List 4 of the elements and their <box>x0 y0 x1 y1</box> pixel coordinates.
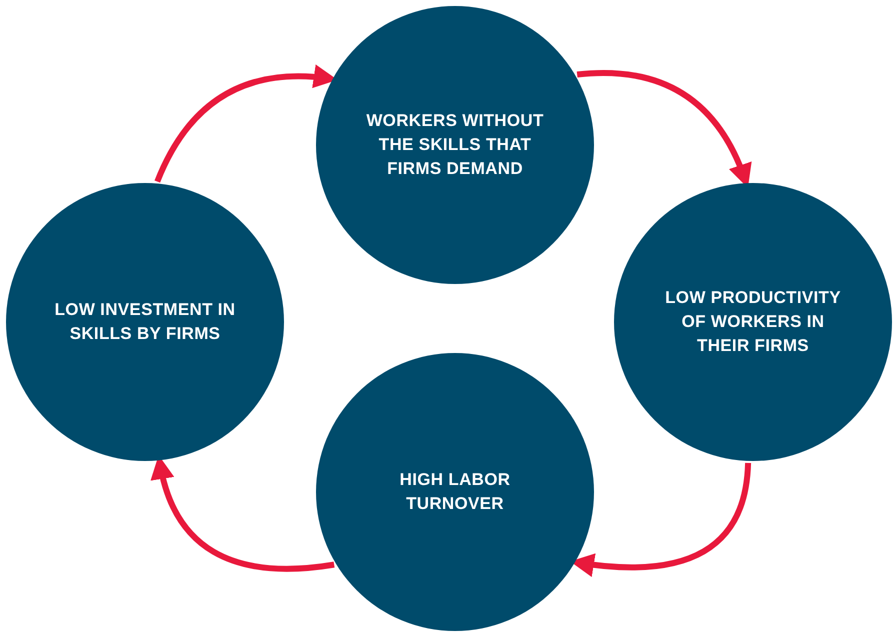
circle-label: HIGH LABOR TURNOVER <box>398 469 512 515</box>
circle-label: LOW INVESTMENT IN SKILLS BY FIRMS <box>54 299 236 345</box>
circle-label: WORKERS WITHOUT THE SKILLS THAT FIRMS DEMAND <box>365 110 545 180</box>
circle-label: LOW PRODUCTIVITY OF WORKERS IN THEIR FIRMS <box>664 287 842 357</box>
